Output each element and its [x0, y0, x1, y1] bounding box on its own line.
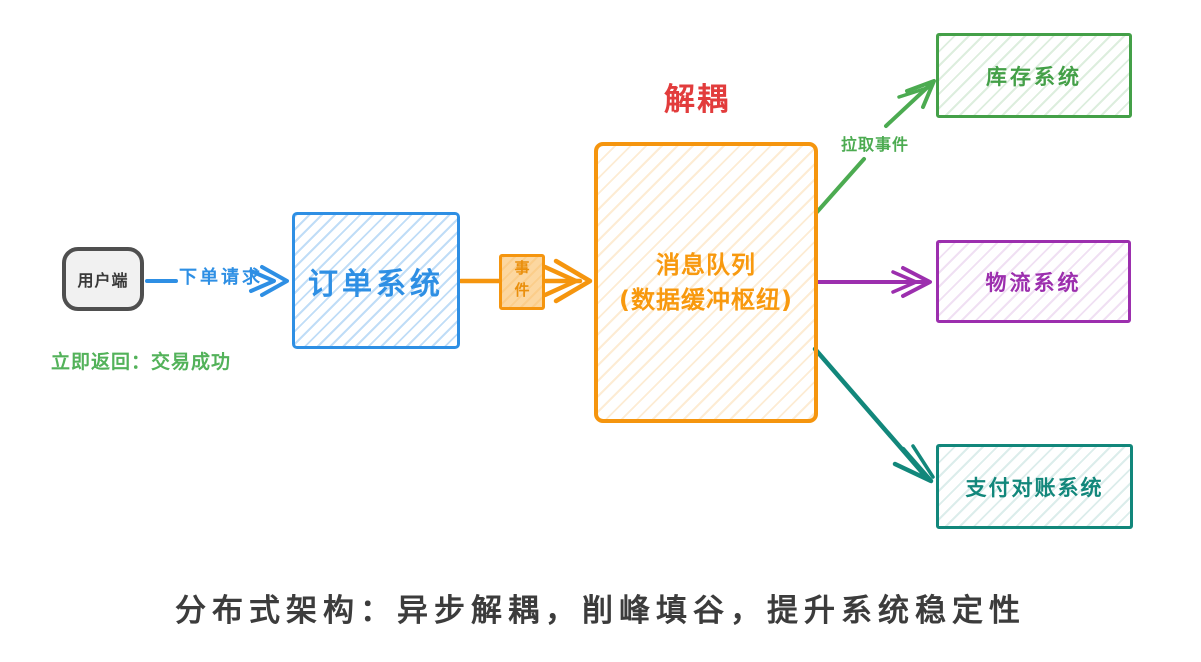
node-inventory-system-label: 库存系统	[986, 64, 1082, 89]
node-logistics-system: 物流系统	[936, 240, 1131, 323]
logistics-arrow	[816, 266, 932, 298]
event-arrowhead-inner	[542, 264, 579, 298]
event-arrowhead-outer	[553, 258, 593, 304]
pull-event-line-upper	[884, 82, 933, 128]
node-message-queue-subtitle: (数据缓冲枢纽)	[619, 285, 793, 314]
pull-event-line-lower	[815, 157, 866, 214]
order-request-arrowhead-outer	[260, 265, 289, 297]
node-order-system: 订单系统	[292, 212, 460, 349]
diagram-caption: 分布式架构：异步解耦，削峰填谷，提升系统稳定性	[175, 593, 1026, 629]
pull-event-arrow	[815, 79, 936, 214]
node-inventory-system: 库存系统	[936, 33, 1132, 118]
payment-arrowhead-sketch	[911, 444, 935, 479]
node-payment-reconciliation-label: 支付对账系统	[965, 475, 1104, 500]
pull-event-arrowhead-sketch	[897, 86, 929, 99]
node-message-queue: 消息队列 (数据缓冲枢纽)	[594, 142, 818, 423]
node-logistics-system-label: 物流系统	[985, 270, 1082, 295]
order-request-arrow	[145, 265, 289, 297]
node-client-label: 用户端	[77, 271, 129, 290]
payment-arrowhead	[892, 446, 934, 484]
logistics-arrowhead	[901, 266, 932, 298]
node-client: 用户端	[62, 247, 144, 311]
pull-event-arrowhead	[905, 79, 936, 109]
order-request-label: 下单请求	[179, 267, 263, 288]
order-request-arrowhead-inner	[249, 269, 276, 293]
payment-arrow	[812, 346, 935, 484]
logistics-arrowhead-sketch	[891, 270, 918, 294]
immediate-return-label: 立即返回：交易成功	[51, 351, 232, 373]
pull-event-label: 拉取事件	[841, 135, 910, 154]
node-payment-reconciliation-system: 支付对账系统	[936, 444, 1133, 529]
node-message-queue-title: 消息队列	[656, 250, 756, 279]
node-event-label: 事件	[512, 260, 531, 304]
decouple-annotation: 解耦	[664, 82, 730, 118]
node-event: 事件	[499, 254, 545, 310]
node-order-system-label: 订单系统	[308, 266, 444, 302]
event-arrow	[458, 258, 593, 304]
